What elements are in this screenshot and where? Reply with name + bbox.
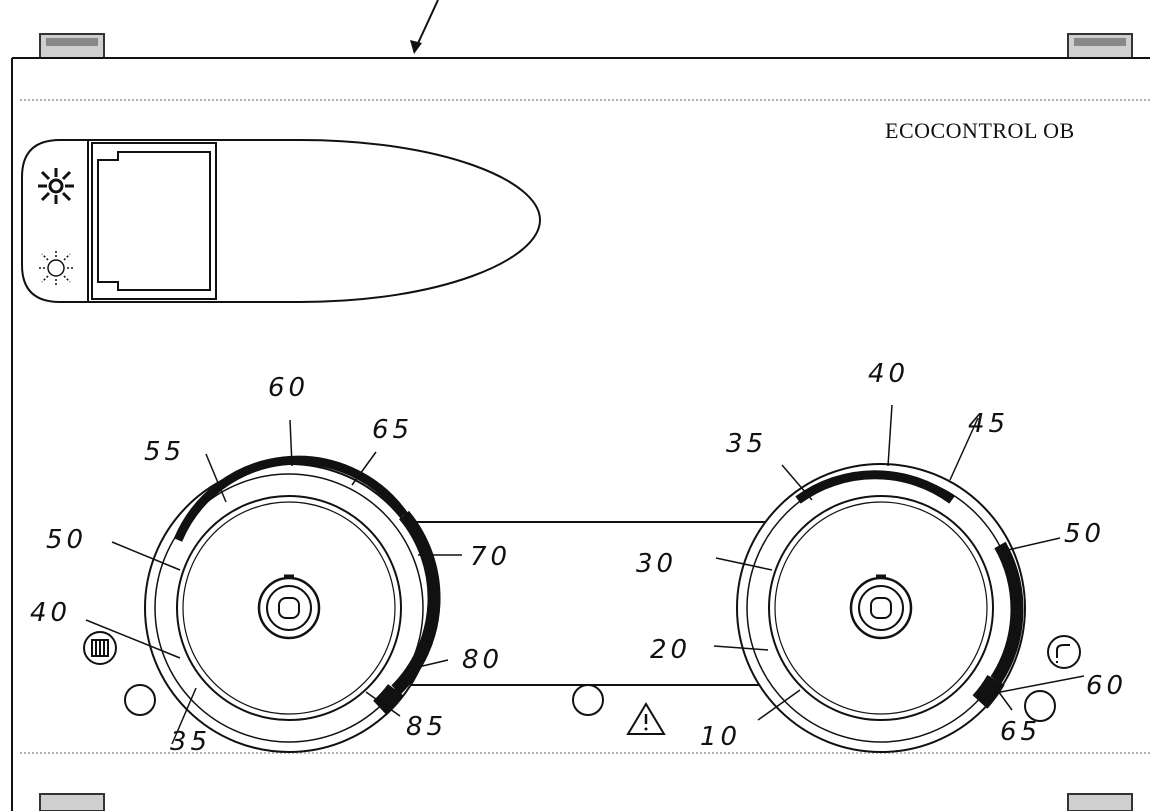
right-dial-leader-lines [713,404,1085,721]
right-dial-label: 40 [868,359,909,389]
hot-water-tap-icon [1047,635,1081,669]
left-dial-scale-arc-end [373,683,405,716]
sun-dim-icon[interactable] [37,249,75,287]
center-status-led [572,684,604,716]
left-dial-label: 55 [144,437,185,467]
left-dial-label: 70 [470,542,511,572]
right-dial-label: 65 [1000,717,1041,747]
left-dial-label: 35 [170,727,211,757]
mounting-clip-bottom-right [1067,793,1133,811]
right-status-led [1024,690,1056,722]
left-dial-label: 40 [30,598,71,628]
left-status-led [124,684,156,716]
mounting-clip-top-right [1067,33,1133,59]
display-pod [21,139,542,303]
left-dial-label: 65 [372,415,413,445]
left-dial-label: 60 [268,373,309,403]
right-dial-label: 30 [636,549,677,579]
mounting-clip-bottom-left [39,793,105,811]
left-dial-label: 80 [462,645,503,675]
right-dial-label: 45 [968,409,1009,439]
brand-label: ECOCONTROL OB [885,118,1075,143]
right-temperature-dial[interactable] [736,463,1026,753]
left-dial-label: 85 [406,712,447,742]
left-dial-scale-arc [173,455,408,542]
warning-triangle-icon [626,702,666,735]
left-temperature-dial[interactable] [144,455,441,753]
left-dial-label: 50 [46,525,87,555]
right-dial-label: 50 [1064,519,1105,549]
radiator-icon [83,631,117,665]
panel-frame [11,57,1150,811]
right-dial-label: 60 [1086,671,1127,701]
left-dial-leader-lines [85,419,462,745]
right-dial-scale-labels: 10 20 30 35 40 45 50 60 65 [636,359,1127,752]
left-dial-scale-arc-right [391,510,441,695]
right-dial-scale-arc-end [972,674,1005,709]
left-dial-scale-labels: 35 40 50 55 60 65 70 80 85 [30,373,511,757]
right-dial-scale-arc [795,470,955,504]
lcd-window [91,142,217,300]
lcd-inner-frame [97,151,211,291]
right-dial-scale-arc-right [990,541,1024,684]
right-dial-label: 35 [726,429,767,459]
right-dial-label: 20 [650,635,691,665]
dial-connector-band [410,521,780,686]
sun-bright-icon[interactable] [38,168,74,204]
mounting-clip-top-left [39,33,105,59]
reference-arrow [410,0,439,54]
right-dial-label: 10 [700,722,741,752]
